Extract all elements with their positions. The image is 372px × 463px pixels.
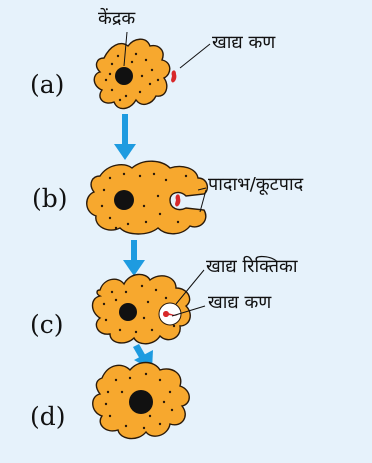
food-particle-label-c: खाद्य कण xyxy=(208,294,271,312)
food-particle-b xyxy=(175,194,180,206)
nucleus-a xyxy=(115,67,133,85)
stage-label-c: (c) xyxy=(30,312,64,337)
food-vacuole-label: खाद्य रिक्तिका xyxy=(206,258,298,276)
nucleus-label: केंद्रक xyxy=(98,10,135,28)
arrow-b-to-c xyxy=(123,240,145,276)
amoeba-cell-a xyxy=(94,39,170,108)
nucleus-b xyxy=(114,190,134,210)
food-particle-label-a: खाद्य कण xyxy=(212,34,275,52)
stage-label-d: (d) xyxy=(30,404,66,429)
amoeba-cell-b xyxy=(87,161,208,234)
food-particle-a xyxy=(171,70,176,82)
nucleus-d xyxy=(129,390,153,414)
food-particle-pointer-a xyxy=(180,44,210,68)
stage-label-b: (b) xyxy=(32,186,68,211)
arrow-a-to-b xyxy=(114,114,136,160)
amoeba-cell-c xyxy=(93,274,191,343)
amoeba-cell-d xyxy=(93,363,190,439)
stage-label-a: (a) xyxy=(30,72,64,97)
nucleus-c xyxy=(119,303,137,321)
pseudopodia-label: पादाभ/कूटपाद xyxy=(208,176,303,194)
